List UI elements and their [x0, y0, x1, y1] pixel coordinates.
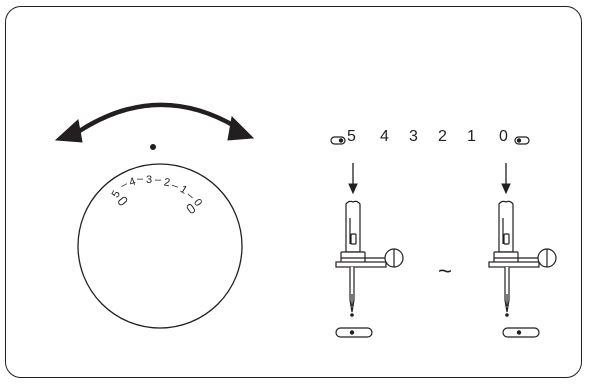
- needle-plate-slot-icon: [335, 327, 373, 338]
- scale-label: 3: [409, 128, 418, 145]
- dial-number: 4: [128, 176, 138, 189]
- needle-clamp-icon: [488, 200, 557, 317]
- scale-label: 1: [467, 128, 476, 145]
- dial-number: 5: [110, 189, 123, 201]
- stitch-width-dial[interactable]: [77, 163, 243, 329]
- scale-label: 0: [499, 128, 508, 145]
- scale-label: 5: [347, 128, 356, 145]
- dial-number: 2: [163, 176, 171, 189]
- diagram-frame: [5, 6, 582, 378]
- scale-label: 2: [438, 128, 447, 145]
- thread-hole-icon: [330, 136, 530, 145]
- thread-hole-icon: [118, 196, 196, 214]
- dial-separator: –: [170, 179, 181, 193]
- dial-separator: –: [137, 173, 144, 185]
- range-separator: ~: [438, 258, 452, 285]
- needle-plate-slot-icon: [502, 327, 540, 338]
- dial-separator: –: [155, 174, 162, 186]
- double-arrow-icon: [54, 102, 255, 143]
- dial-number: 0: [191, 197, 204, 209]
- dial-number: 1: [178, 183, 189, 196]
- indicator-dot-icon: [150, 144, 156, 150]
- dial-number: 3: [146, 174, 152, 186]
- scale-label: 4: [380, 128, 389, 145]
- down-arrow-icon: [348, 163, 511, 195]
- needle-clamp-icon: [335, 200, 404, 317]
